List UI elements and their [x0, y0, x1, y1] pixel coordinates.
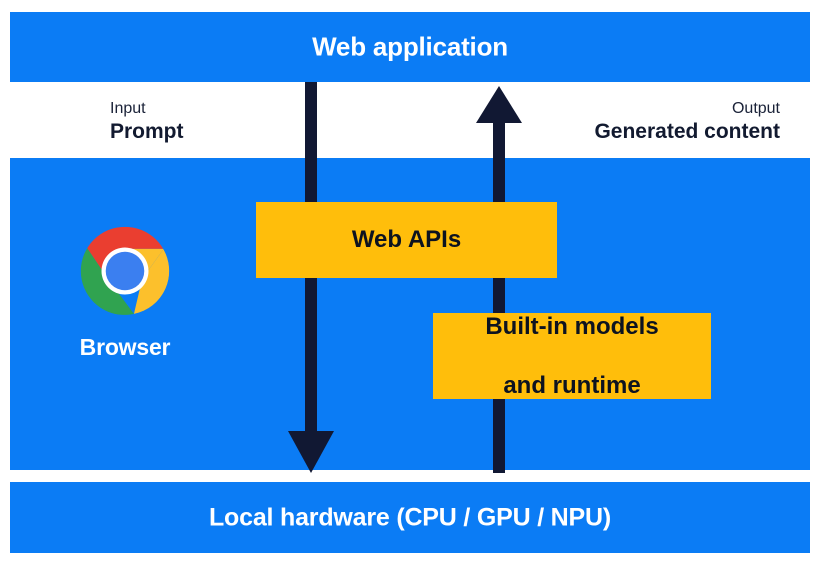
built-in-models-line-2: and runtime [503, 371, 641, 399]
output-value-label: Generated content [594, 119, 780, 143]
web-application-label: Web application [312, 31, 508, 62]
chrome-logo-icon [80, 226, 170, 315]
built-in-models-label: Built-in models and runtime [469, 312, 674, 400]
local-hardware-band: Local hardware (CPU / GPU / NPU) [10, 482, 810, 553]
web-apis-box[interactable]: Web APIs [256, 202, 557, 278]
output-kind-label: Output [731, 100, 780, 117]
input-value-label: Prompt [110, 119, 184, 143]
input-annotation: Input Prompt [110, 100, 184, 143]
browser-label: Browser [79, 334, 171, 360]
web-application-band: Web application [10, 12, 810, 82]
output-annotation: Output Generated content [594, 100, 780, 143]
browser-identity: Browser [60, 224, 190, 361]
web-apis-label: Web APIs [351, 226, 462, 254]
built-in-models-line-1: Built-in models [485, 313, 659, 341]
input-kind-label: Input [110, 100, 146, 117]
local-hardware-label: Local hardware (CPU / GPU / NPU) [208, 503, 611, 531]
built-in-models-box[interactable]: Built-in models and runtime [433, 313, 711, 399]
